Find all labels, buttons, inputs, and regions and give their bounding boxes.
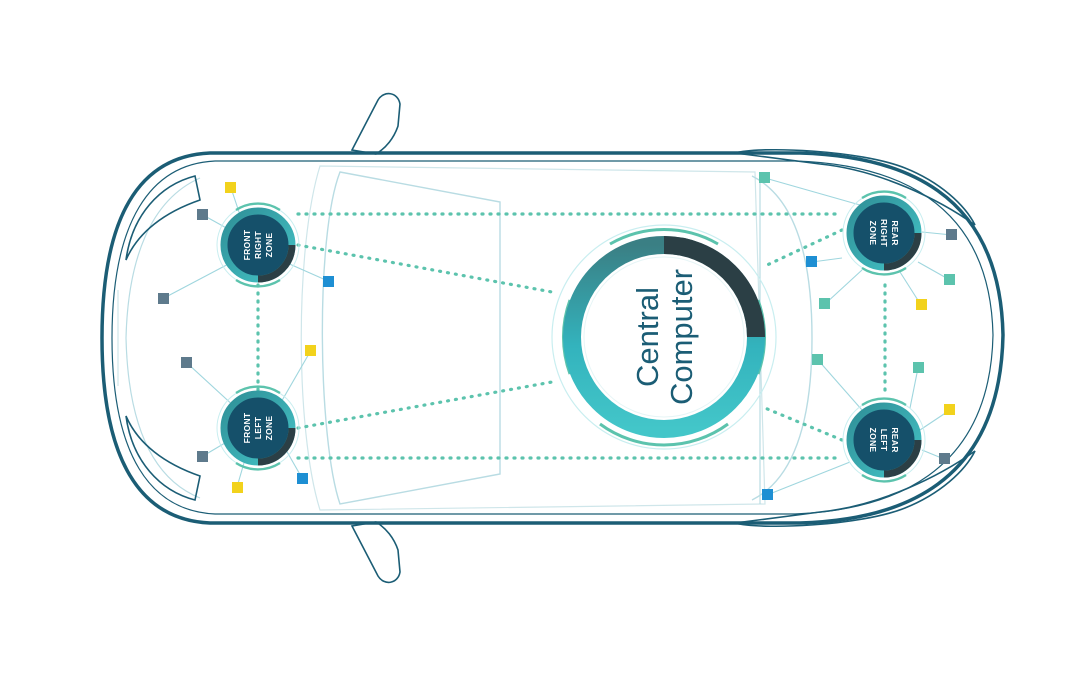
central-label-line1: Central: [630, 287, 665, 387]
rear-left-light: [734, 450, 976, 528]
zone-label: ZONE: [264, 233, 274, 258]
sensor-teal: [759, 172, 770, 183]
sensor-yellow: [305, 345, 316, 356]
rear-right-light: [734, 148, 976, 226]
central-computer: Central Computer: [551, 224, 777, 450]
sensor-teal: [913, 362, 924, 373]
sensor-blue: [806, 256, 817, 267]
sensor-teal: [819, 298, 830, 309]
zone-label: REAR: [890, 427, 900, 452]
sensor-yellow: [232, 482, 243, 493]
zone-front-left: FRONT LEFT ZONE: [216, 385, 300, 471]
left-mirror: [350, 521, 401, 584]
rear-window: [751, 175, 813, 501]
zone-label: FRONT: [242, 229, 252, 260]
front-right-light: [125, 175, 201, 261]
sensors: [158, 172, 957, 500]
link-rl-central: [763, 406, 844, 442]
link-rr-central: [763, 228, 844, 268]
zone-label: ZONE: [264, 416, 274, 441]
zone-label: REAR: [890, 220, 900, 245]
front-left-light: [125, 415, 201, 501]
cabin-outline: [300, 165, 766, 511]
sensor-gray: [946, 229, 957, 240]
zone-label: RIGHT: [253, 231, 263, 259]
sensor-yellow: [916, 299, 927, 310]
sensor-gray: [158, 293, 169, 304]
zone-label: FRONT: [242, 412, 252, 443]
sensor-blue: [762, 489, 773, 500]
zone-label: ZONE: [868, 221, 878, 246]
car-body: [100, 92, 1005, 584]
zone-rear-right: REAR RIGHT ZONE: [842, 190, 926, 276]
sensor-yellow: [944, 404, 955, 415]
sensor-teal: [944, 274, 955, 285]
sensor-gray: [197, 209, 208, 220]
sensor-teal: [812, 354, 823, 365]
sensor-blue: [297, 473, 308, 484]
zone-label: LEFT: [253, 416, 263, 439]
hood-line: [125, 177, 201, 499]
zone-label: ZONE: [868, 428, 878, 453]
car-outer-outline: [100, 151, 1005, 525]
central-accent-arc: [599, 422, 729, 447]
sensor-gray: [181, 357, 192, 368]
central-label-line2: Computer: [664, 269, 699, 405]
zone-label: LEFT: [879, 429, 889, 452]
sensor-yellow: [225, 182, 236, 193]
link-fl-central: [296, 380, 554, 430]
zone-front-right: FRONT RIGHT ZONE: [216, 202, 300, 288]
sensor-blue: [323, 276, 334, 287]
central-ring-inner: [583, 256, 745, 418]
windshield: [321, 171, 501, 505]
right-mirror: [350, 92, 401, 155]
link-fr-central: [296, 243, 554, 294]
central-halo: [551, 224, 777, 450]
sensor-gray: [197, 451, 208, 462]
sensor-gray: [939, 453, 950, 464]
zone-label: RIGHT: [879, 219, 889, 247]
network-links: [256, 212, 887, 460]
central-ring-dark-segment: [663, 236, 765, 338]
central-accent-arc: [609, 228, 719, 246]
zone-rear-left: REAR LEFT ZONE: [842, 397, 926, 483]
